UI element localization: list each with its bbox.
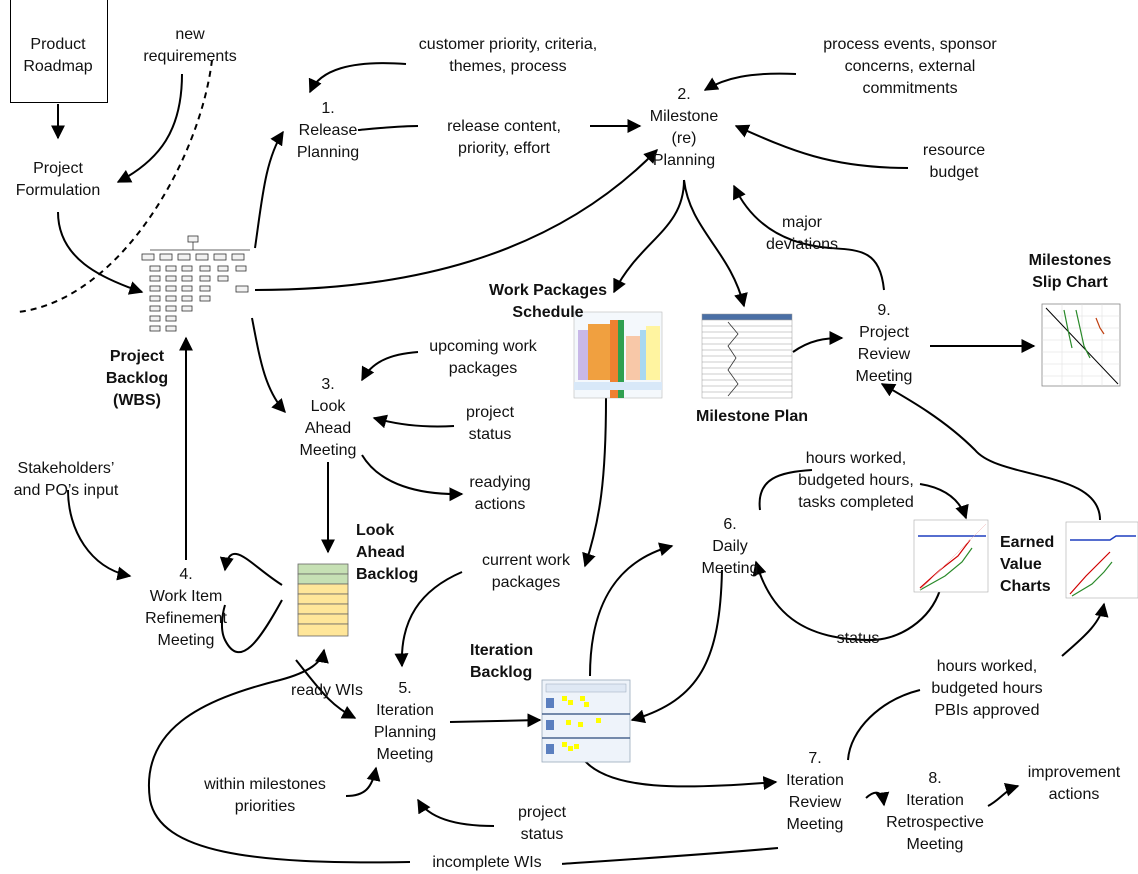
arrow-process-events <box>703 72 797 91</box>
project-formulation-label: Project Formulation <box>15 160 101 199</box>
arrow-backlog-to-milestone <box>254 148 658 291</box>
new-requirements-label: new requirements <box>143 26 237 65</box>
within-milestones-flow: within milestones priorities <box>204 776 326 815</box>
arrow-hours-to-ev <box>919 483 969 520</box>
arrow-ready-wis <box>295 659 357 719</box>
line-incomplete-right <box>559 847 779 865</box>
arrow-resource-budget <box>734 124 909 169</box>
arrow-stakeholders <box>67 489 132 581</box>
arrow-deviations <box>733 184 885 291</box>
arrow-milestone-to-schedule <box>613 179 685 294</box>
arrow-formulation-to-backlog <box>57 211 144 295</box>
arrow-new-requirements <box>116 73 183 183</box>
iteration-retrospective-meeting: 8. Iteration Retrospective Meeting <box>886 770 984 853</box>
arrow-incomplete-wis <box>147 648 411 864</box>
upcoming-work-packages-flow: upcoming work packages <box>429 338 537 377</box>
project-status-flow-top: project status <box>465 404 515 443</box>
product-roadmap-box <box>10 0 108 103</box>
current-work-packages-flow: current work packages <box>481 552 571 591</box>
line-review-hours <box>847 689 921 761</box>
incomplete-wis-flow: incomplete WIs <box>412 852 562 874</box>
arrow-current-packages <box>394 571 463 668</box>
arrow-customer-priority <box>308 62 407 94</box>
product-roadmap-label: Product Roadmap <box>23 36 93 75</box>
flow-arrows <box>17 59 1109 865</box>
resource-budget-flow: resource budget <box>922 142 986 181</box>
line-daily-hours <box>758 469 813 511</box>
arrow-backlog-to-lookahead <box>251 317 286 414</box>
release-content-flow: release content, priority, effort <box>447 118 561 157</box>
arrow-planning-to-iteration <box>449 713 542 728</box>
work-packages-schedule-thumbnail <box>573 311 663 399</box>
process-events-flow: process events, sponsor concerns, extern… <box>823 36 997 97</box>
arrow-milestone-to-plan <box>683 179 748 308</box>
release-planning-meeting: 1. Release Planning <box>296 100 360 161</box>
arrow-readying <box>361 454 464 502</box>
arrow-within-milestones <box>345 766 381 797</box>
work-item-refinement-meeting: 4. Work Item Refinement Meeting <box>145 566 227 649</box>
slip-chart-thumbnail <box>1041 303 1121 387</box>
iteration-backlog-label: Iteration Backlog <box>470 642 534 681</box>
improvement-actions-flow: improvement actions <box>1027 764 1121 803</box>
arrow-daily-to-iteration <box>630 569 723 724</box>
earned-value-chart-top <box>913 519 989 593</box>
work-packages-schedule-label: Work Packages Schedule <box>489 282 607 321</box>
arrow-iteration-to-review <box>583 759 778 791</box>
line-release-to-content <box>357 125 419 131</box>
major-deviations-flow: major deviations <box>765 214 839 253</box>
iteration-backlog-board <box>541 679 631 763</box>
iteration-review-meeting: 7. Iteration Review Meeting <box>786 750 844 833</box>
milestone-plan-label: Milestone Plan <box>695 408 809 425</box>
arrow-ev-status <box>752 560 941 642</box>
hours-worked-flow-bottom: hours worked, budgeted hours PBIs approv… <box>931 658 1043 719</box>
arrow-hours-to-ev-bottom <box>1061 602 1109 657</box>
project-backlog-label: Project Backlog (WBS) <box>105 348 169 409</box>
look-ahead-backlog-stack <box>297 563 349 637</box>
wbs-tree-thumbnail <box>141 235 250 332</box>
milestone-plan-thumbnail <box>701 313 793 399</box>
arrow-schedule-to-current <box>582 397 607 568</box>
customer-priority-flow: customer priority, criteria, themes, pro… <box>418 36 598 75</box>
arrow-ev-to-review <box>880 383 1101 521</box>
earned-value-charts-label: Earned Value Charts <box>1000 534 1055 595</box>
arrow-iteration-to-daily <box>589 542 674 677</box>
earned-value-chart-bottom <box>1065 521 1138 599</box>
stakeholders-input-label: Stakeholders’ and PO’s input <box>13 460 119 499</box>
iteration-planning-meeting: 5. Iteration Planning Meeting <box>373 680 437 763</box>
arrow-plan-to-review <box>792 331 844 353</box>
project-status-flow-bottom: project status <box>517 804 567 843</box>
readying-actions-flow: readying actions <box>469 474 531 513</box>
arrow-retro-to-improvement <box>987 783 1020 807</box>
status-flow: status <box>836 630 880 647</box>
arrow-project-status-top <box>372 414 455 429</box>
loop-refinement-top <box>219 553 283 586</box>
arrow-backlog-to-release <box>254 130 284 249</box>
milestone-planning-meeting: 2. Milestone (re) Planning <box>649 86 719 169</box>
daily-meeting: 6. Daily Meeting <box>701 516 759 577</box>
look-ahead-backlog-label: Look Ahead Backlog <box>356 522 419 583</box>
arrow-upcoming-packages <box>361 351 419 382</box>
hours-worked-flow-top: hours worked, budgeted hours, tasks comp… <box>798 450 914 511</box>
arrow-project-status-bottom <box>417 798 495 827</box>
project-review-meeting: 9. Project Review Meeting <box>855 302 913 385</box>
ready-wis-flow: ready WIs <box>290 682 363 699</box>
milestones-slip-chart-label: Milestones Slip Chart <box>1028 252 1112 291</box>
arrow-review-to-retro <box>865 791 890 807</box>
loop-refinement-bottom <box>221 599 283 654</box>
look-ahead-meeting: 3. Look Ahead Meeting <box>299 376 357 459</box>
